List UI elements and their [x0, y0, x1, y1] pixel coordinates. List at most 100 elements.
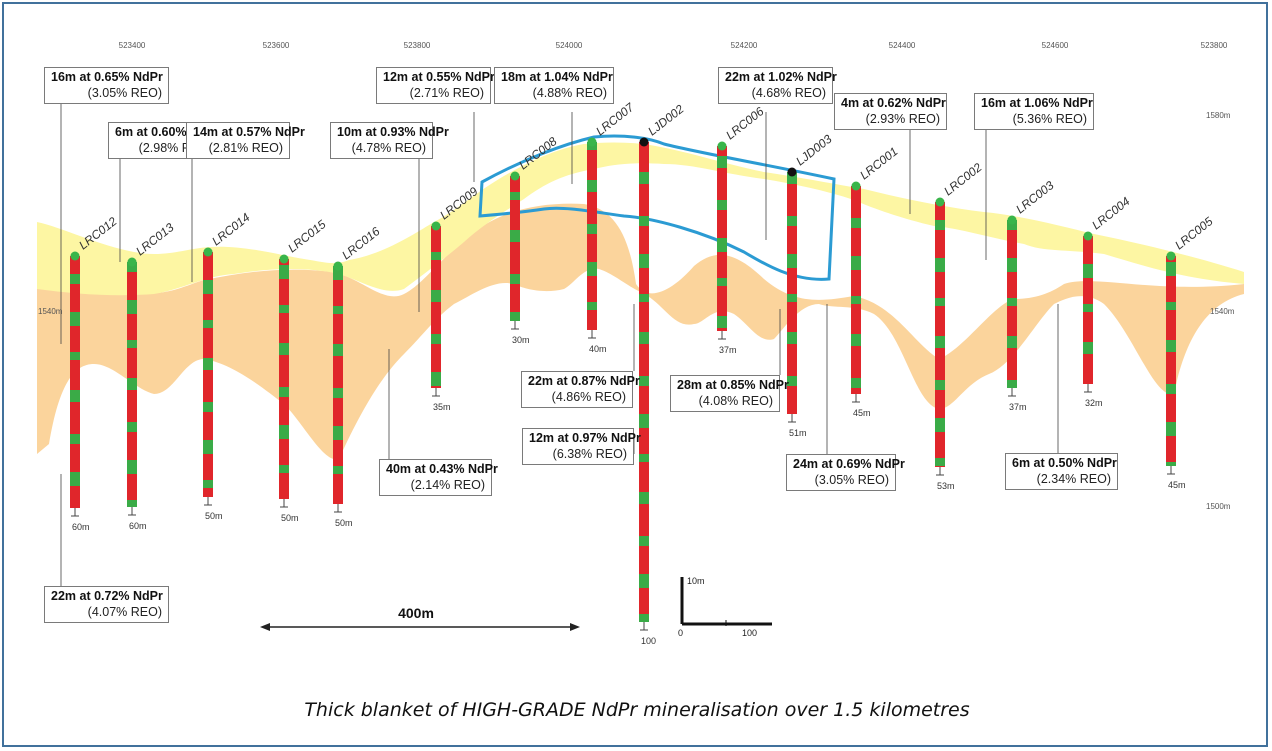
intercept-callout: 22m at 1.02% NdPr(4.68% REO): [718, 67, 837, 104]
hole-depth-label: 60m: [129, 521, 147, 531]
low-grade-interval: [587, 262, 597, 276]
high-grade-interval: [935, 348, 945, 362]
high-grade-interval: [1166, 366, 1176, 384]
high-grade-interval: [787, 358, 797, 376]
low-grade-interval: [431, 372, 441, 386]
intercept-grade: 22m at 0.72% NdPr: [51, 589, 163, 603]
high-grade-interval: [431, 236, 441, 252]
high-grade-interval: [1007, 306, 1017, 326]
low-grade-interval: [203, 358, 213, 370]
intercept-reo: (4.08% REO): [698, 394, 773, 408]
intercept-grade: 22m at 0.87% NdPr: [528, 374, 640, 388]
intercept-callout: 28m at 0.85% NdPr (4.08% REO): [670, 375, 789, 412]
high-grade-interval: [1083, 354, 1093, 368]
low-grade-interval: [279, 343, 289, 355]
low-grade-interval: [70, 274, 80, 284]
high-grade-interval: [127, 294, 137, 300]
low-grade-interval: [717, 200, 727, 210]
low-grade-interval: [1166, 302, 1176, 310]
high-grade-interval: [279, 313, 289, 333]
high-grade-interval: [333, 290, 343, 306]
high-grade-interval: [203, 488, 213, 497]
high-grade-interval: [935, 202, 945, 220]
high-grade-interval: [127, 404, 137, 422]
high-grade-interval: [279, 419, 289, 425]
low-grade-interval: [587, 302, 597, 310]
high-grade-interval: [935, 282, 945, 298]
easting-label: 524600: [1042, 41, 1069, 50]
hole-depth-label: 50m: [281, 513, 299, 523]
hole-depth-label: 45m: [853, 408, 871, 418]
high-grade-interval: [1083, 368, 1093, 384]
low-grade-interval: [70, 390, 80, 402]
intercept-reo: (3.05% REO): [87, 86, 162, 100]
low-grade-interval: [935, 380, 945, 390]
high-grade-interval: [279, 449, 289, 465]
hole-depth-label: 50m: [205, 511, 223, 521]
high-grade-interval: [70, 256, 80, 274]
high-grade-interval: [510, 176, 520, 192]
low-grade-interval: [431, 290, 441, 302]
intercept-grade: 28m at 0.85% NdPr: [677, 378, 789, 392]
low-grade-interval: [851, 218, 861, 228]
high-grade-interval: [431, 344, 441, 366]
low-grade-interval: [127, 300, 137, 314]
hole-depth-label: 60m: [72, 522, 90, 532]
hole-depth-label: 30m: [512, 335, 530, 345]
high-grade-interval: [203, 454, 213, 464]
low-grade-interval: [279, 305, 289, 313]
high-grade-interval: [639, 268, 649, 278]
high-grade-interval: [787, 184, 797, 198]
hole-id-label: LRC013: [133, 220, 177, 258]
low-grade-interval: [510, 274, 520, 284]
low-grade-interval: [639, 574, 649, 588]
high-grade-interval: [70, 496, 80, 508]
intercept-callout: 22m at 0.72% NdPr(4.07% REO): [44, 586, 169, 623]
high-grade-interval: [431, 366, 441, 372]
intercept-callout: 16m at 1.06% NdPr(5.36% REO): [974, 93, 1094, 130]
intercept-callout: 12m at 0.97% NdPr(6.38% REO): [522, 428, 641, 465]
low-grade-interval: [127, 262, 137, 272]
high-grade-interval: [587, 276, 597, 286]
high-grade-interval: [70, 416, 80, 434]
low-grade-interval: [333, 306, 343, 314]
high-grade-interval: [127, 348, 137, 368]
intercept-callout: 18m at 1.04% NdPr(4.88% REO): [494, 67, 614, 104]
hole-depth-label: 50m: [335, 518, 353, 528]
intercept-callout: 16m at 0.65% NdPr(3.05% REO): [44, 67, 169, 104]
collar-marker: [333, 261, 343, 271]
high-grade-interval: [587, 256, 597, 262]
high-grade-interval: [333, 370, 343, 388]
hole-depth-label: 100: [641, 636, 656, 646]
low-grade-interval: [639, 332, 649, 344]
collar-marker: [1083, 231, 1093, 241]
high-grade-interval: [851, 280, 861, 296]
high-grade-interval: [587, 206, 597, 224]
high-grade-interval: [851, 228, 861, 250]
high-grade-interval: [587, 286, 597, 302]
high-grade-interval: [639, 588, 649, 598]
intercept-grade: 12m at 0.55% NdPr: [383, 70, 495, 84]
rl-label: 1500m: [1206, 502, 1231, 511]
scale-key-zero-label: 0: [678, 628, 683, 638]
hole-depth-label: 37m: [1009, 402, 1027, 412]
collar-marker: [1007, 215, 1017, 225]
high-grade-interval: [851, 304, 861, 324]
high-grade-interval: [851, 360, 861, 378]
high-grade-interval: [203, 252, 213, 274]
high-grade-interval: [1166, 446, 1176, 462]
high-grade-interval: [587, 170, 597, 180]
high-grade-interval: [431, 260, 441, 280]
high-grade-interval: [787, 344, 797, 358]
low-grade-interval: [935, 418, 945, 432]
hole-id-label: LRC007: [593, 99, 637, 138]
low-grade-interval: [639, 294, 649, 302]
intercept-grade: 10m at 0.93% NdPr: [337, 125, 449, 139]
intercept-grade: 18m at 1.04% NdPr: [501, 70, 613, 84]
high-grade-interval: [127, 368, 137, 378]
collar-marker: [639, 137, 649, 147]
high-grade-interval: [333, 494, 343, 504]
low-grade-interval: [639, 536, 649, 546]
high-grade-interval: [639, 226, 649, 248]
